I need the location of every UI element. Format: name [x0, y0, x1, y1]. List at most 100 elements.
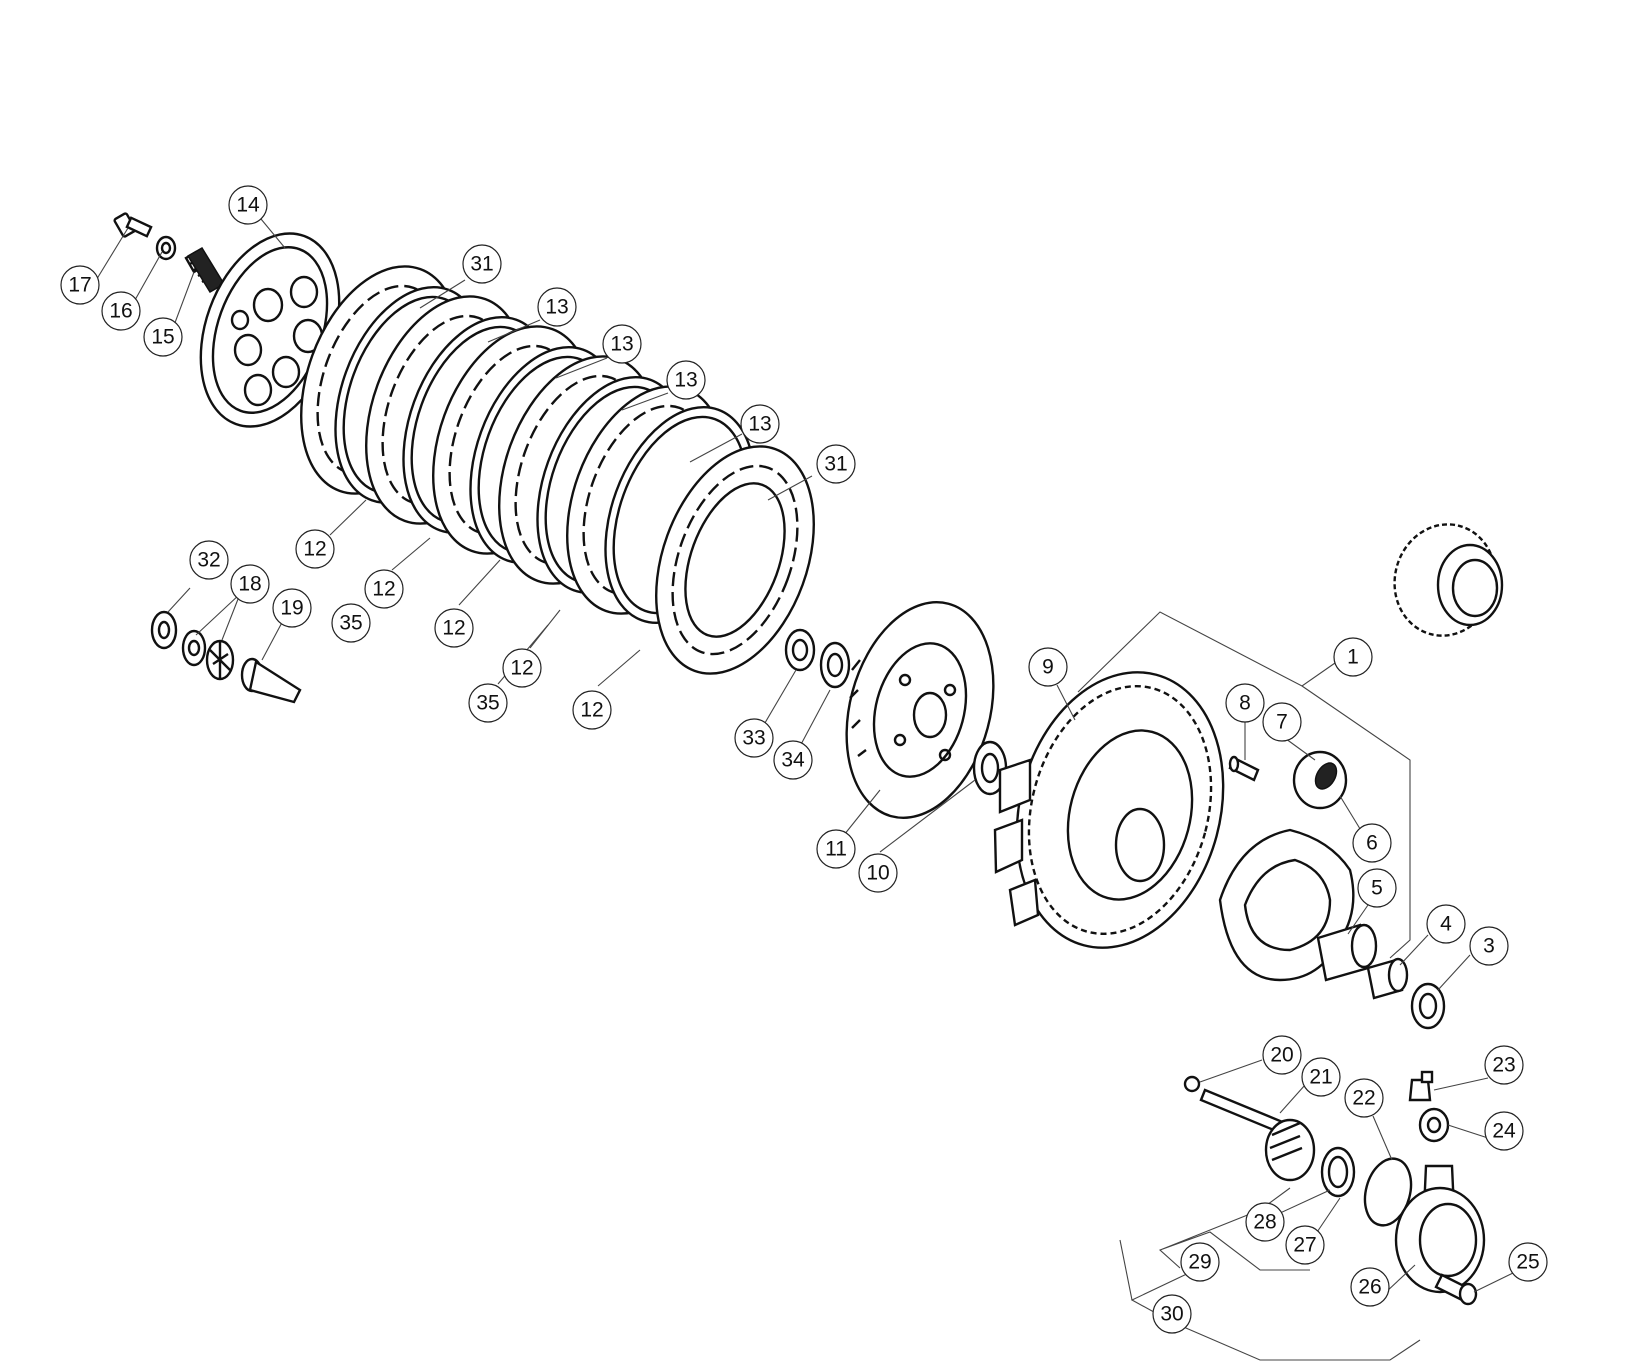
callout-23: 23: [1484, 1045, 1524, 1085]
washer-32-hole: [157, 620, 171, 640]
primary-gear-part: [1393, 523, 1504, 637]
svg-text:27: 27: [1293, 1234, 1316, 1257]
callout-12-first: 12: [295, 529, 335, 569]
spring-part: [184, 246, 226, 294]
callout-13-first: 13: [537, 287, 577, 327]
callout-13-second: 13: [602, 324, 642, 364]
thrust-bearing-part: [205, 639, 235, 681]
svg-text:34: 34: [781, 749, 805, 772]
washer-32-part: [150, 610, 178, 650]
callout-12-second: 12: [364, 569, 404, 609]
svg-text:12: 12: [580, 699, 603, 722]
svg-text:28: 28: [1253, 1211, 1276, 1234]
svg-text:25: 25: [1516, 1251, 1539, 1274]
callout-34: 34: [773, 740, 813, 780]
callout-16: 16: [101, 291, 141, 331]
ball-part: [1183, 1075, 1201, 1093]
svg-text:19: 19: [280, 597, 303, 620]
bolt-part: [113, 212, 153, 238]
callout-28: 28: [1245, 1202, 1285, 1242]
callout-3: 3: [1469, 926, 1509, 966]
svg-text:35: 35: [339, 612, 362, 635]
svg-text:8: 8: [1239, 692, 1251, 715]
callout-13-fourth: 13: [740, 404, 780, 444]
callout-8: 8: [1225, 683, 1265, 723]
callout-11: 11: [816, 829, 856, 869]
callout-27: 27: [1285, 1225, 1325, 1265]
svg-text:15: 15: [151, 326, 174, 349]
callout-17: 17: [60, 265, 100, 305]
callout-33: 33: [734, 718, 774, 758]
svg-text:13: 13: [610, 333, 633, 356]
svg-text:32: 32: [197, 549, 220, 572]
callout-24: 24: [1484, 1111, 1524, 1151]
svg-text:33: 33: [742, 727, 765, 750]
callout-12-fifth: 12: [572, 690, 612, 730]
svg-text:4: 4: [1440, 913, 1452, 936]
callout-35-second: 35: [468, 683, 508, 723]
svg-text:29: 29: [1188, 1251, 1211, 1274]
leader-lines: [94, 218, 1514, 1361]
clutch-disc-stack: [300, 265, 815, 675]
callout-12-fourth: 12: [502, 648, 542, 688]
washer-18-hole: [187, 639, 201, 657]
nut-part: [1418, 1107, 1450, 1143]
callout-29: 29: [1180, 1242, 1220, 1282]
clutch-basket-part: [993, 671, 1225, 949]
svg-text:21: 21: [1309, 1066, 1332, 1089]
seal-inner: [1327, 1155, 1349, 1189]
svg-text:24: 24: [1492, 1120, 1516, 1143]
callout-30: 30: [1152, 1294, 1192, 1334]
svg-text:11: 11: [825, 838, 847, 861]
svg-text:31: 31: [824, 453, 847, 476]
o-ring-part: [1363, 1157, 1413, 1227]
svg-text:6: 6: [1366, 832, 1378, 855]
washer-3-hole: [1418, 992, 1438, 1020]
washer-3-part: [1410, 982, 1446, 1030]
callout-20: 20: [1262, 1035, 1302, 1075]
svg-text:16: 16: [109, 300, 132, 323]
callout-26: 26: [1350, 1267, 1390, 1307]
svg-text:23: 23: [1492, 1054, 1515, 1077]
callout-21: 21: [1301, 1057, 1341, 1097]
svg-text:18: 18: [238, 573, 261, 596]
pushrod-piece-part: [240, 657, 302, 704]
svg-text:17: 17: [68, 274, 91, 297]
callout-12-third: 12: [434, 608, 474, 648]
piston-part: [1264, 1118, 1316, 1182]
callout-9: 9: [1028, 647, 1068, 687]
lock-washer-part: [819, 641, 851, 689]
washer-hole: [160, 241, 172, 255]
svg-text:3: 3: [1483, 935, 1495, 958]
callout-6: 6: [1352, 823, 1392, 863]
callout-31-top: 31: [462, 244, 502, 284]
svg-text:1: 1: [1347, 646, 1359, 669]
svg-text:35: 35: [476, 692, 499, 715]
callout-35-first: 35: [331, 603, 371, 643]
callout-5: 5: [1357, 868, 1397, 908]
callout-14: 14: [228, 185, 268, 225]
svg-text:30: 30: [1160, 1303, 1183, 1326]
svg-text:10: 10: [866, 862, 889, 885]
callout-18: 18: [230, 564, 270, 604]
svg-text:22: 22: [1352, 1087, 1375, 1110]
spacer-part: [1366, 957, 1409, 1000]
washer-18-part: [181, 629, 207, 667]
svg-text:31: 31: [470, 253, 493, 276]
callout-32: 32: [189, 540, 229, 580]
callout-4: 4: [1426, 904, 1466, 944]
callout-7: 7: [1262, 702, 1302, 742]
callout-22: 22: [1344, 1078, 1384, 1118]
thrust-washer-hole: [980, 752, 1000, 784]
svg-text:12: 12: [510, 657, 533, 680]
svg-text:13: 13: [674, 369, 697, 392]
sleeve-part: [1316, 923, 1378, 982]
slave-cylinder-part: [1394, 1164, 1486, 1294]
callout-15: 15: [143, 317, 183, 357]
seal-part: [1320, 1146, 1356, 1198]
svg-text:5: 5: [1371, 877, 1383, 900]
svg-text:20: 20: [1270, 1044, 1293, 1067]
callout-31-bottom: 31: [816, 444, 856, 484]
svg-text:7: 7: [1276, 711, 1288, 734]
